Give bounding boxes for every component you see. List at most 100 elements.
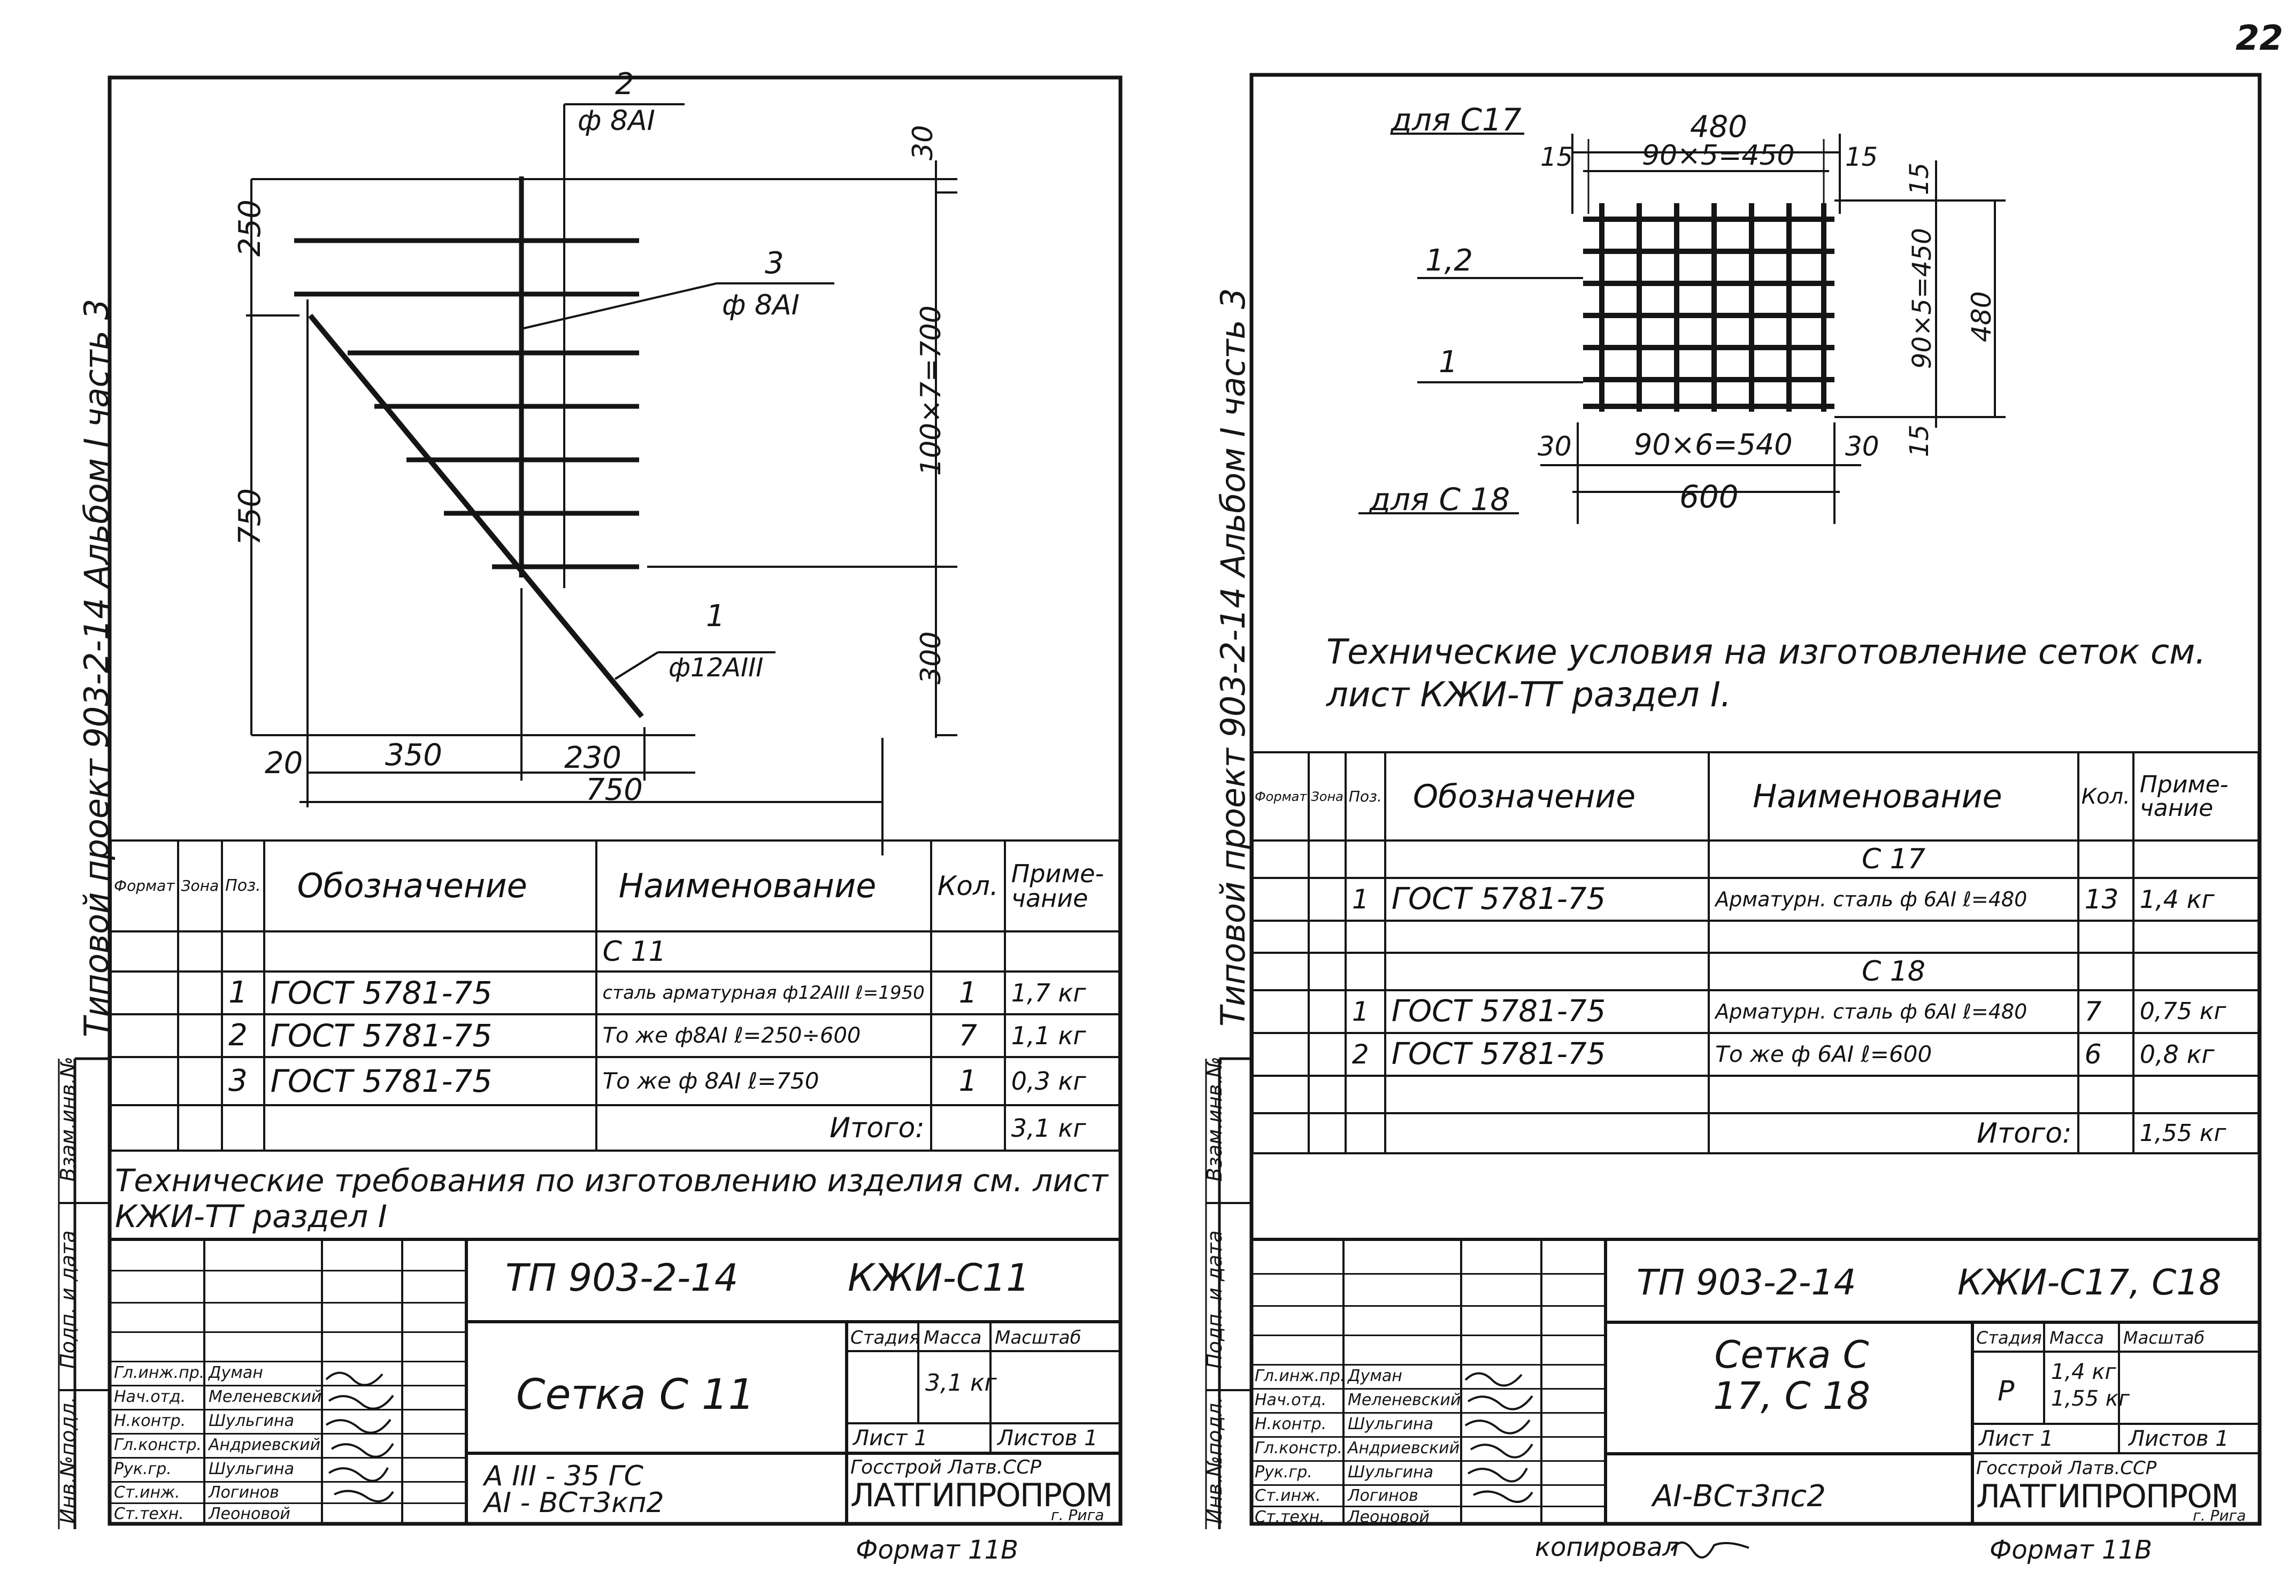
right-scale-label: Масштаб [2123,1328,2205,1348]
left-spec-row2-pos: 2 [221,1013,265,1058]
right-spec-g2-row2-qty: 6 [2077,1032,2134,1077]
right-role-3: Н.контр. [1255,1415,1327,1433]
left-spec-header-designation: Обозначение [263,839,597,932]
right-spec-g2-row2-note: 0,8 кг [2132,1032,2260,1077]
right-stamp-label-1: Инв.№подл. [1203,1396,1226,1524]
right-spec-header-format: Формат [1251,751,1310,842]
left-role-6: Ст.инж. [114,1483,180,1502]
right-dim-30-left: 30 [1538,431,1572,462]
right-spec-g1-row1-designation: ГОСТ 5781-75 [1384,877,1710,922]
left-dim-30: 30 [907,125,939,160]
left-role-4: Гл.констр. [114,1436,202,1454]
right-spec-header-note: Приме-чание [2132,751,2260,842]
right-role-7: Ст.техн. [1255,1508,1325,1526]
left-spec-row2-note: 1,1 кг [1003,1013,1121,1058]
page-number: 22 [2236,19,2284,58]
right-mass-value-1: 1,4 кг [2051,1360,2116,1384]
left-spec-row3-qty: 1 [930,1056,1006,1106]
left-spec-row1-name: сталь арматурная ф12АIII ℓ=1950 [595,970,932,1015]
left-spec-header-format: Формат [110,839,179,932]
right-spec-header-designation: Обозначение [1384,751,1710,842]
right-spec-group1: С 17 [1708,839,2079,879]
right-dim-15-bottom: 15 [1905,424,1934,457]
right-conditions: Технические условия на изготовление сето… [1326,633,2206,715]
left-spec-row2-name: То же ф8АI ℓ=250÷600 [595,1013,932,1058]
right-signature-grid: Гл.инж.пр. Нач.отд. Н.контр. Гл.констр. … [1251,1241,1607,1526]
left-spec-row1-designation: ГОСТ 5781-75 [263,970,597,1015]
right-stage-label: Стадия [1976,1328,2042,1348]
right-spec-header-name: Наименование [1708,751,2079,842]
right-dim-90x6: 90×6=540 [1634,428,1793,461]
left-role-1: Гл.инж.пр. [114,1363,205,1382]
left-name-5: Шульгина [209,1460,294,1478]
left-signature-grid: Гл.инж.пр. Нач.отд. Н.контр. Гл.констр. … [110,1238,468,1524]
right-name-2: Меленевский [1348,1391,1461,1409]
right-dim-90x5-vertical: 90×5=450 [1907,228,1937,369]
right-org-3: г. Рига [2193,1507,2246,1524]
right-stamp-label-2: Подп. и дата [1203,1230,1226,1369]
left-title-block: Гл.инж.пр. Нач.отд. Н.контр. Гл.констр. … [110,1238,1120,1524]
left-pos1-spec: ф12АIII [669,653,764,683]
left-requirements-divider [110,1238,1120,1241]
right-org-2: ЛАТГИПРОПРОМ [1976,1478,2239,1515]
left-spec-row1-pos: 1 [221,970,265,1015]
left-dim-350: 350 [385,738,442,773]
left-sheet-label: Лист 1 [853,1426,928,1451]
right-name-1: Думан [1348,1367,1402,1385]
left-spec-group-title: С 11 [595,930,932,973]
right-spec-g1-row1-name: Арматурн. сталь ф 6АI ℓ=480 [1708,877,2079,922]
left-spec-table: Формат Зона Поз. Обозначение Наименовани… [110,839,1121,1152]
right-for-c17: для С17 [1391,102,1522,138]
left-name-7: Леоновой [209,1505,290,1523]
left-sheet-title: Сетка С 11 [516,1371,755,1419]
left-spec-row1-qty: 1 [930,970,1006,1015]
right-stamp-label-3: Взам.инв.№ [1203,1057,1226,1182]
right-spec-g2-row1-designation: ГОСТ 5781-75 [1384,989,1710,1034]
right-mass-label: Масса [2049,1328,2105,1348]
right-dim-480-vertical: 480 [1966,291,1997,342]
right-dim-480-top: 480 [1690,110,1747,144]
right-dim-600: 600 [1679,479,1739,515]
table-row: 2 ГОСТ 5781-75 То же ф8АI ℓ=250÷600 7 1,… [110,1013,1121,1058]
right-org-1: Госстрой Латв.ССР [1976,1458,2157,1479]
left-sheets-label: Листов 1 [997,1426,1098,1451]
left-scale-label: Масштаб [995,1327,1081,1348]
right-role-5: Рук.гр. [1255,1463,1312,1482]
left-role-2: Нач.отд. [114,1387,186,1406]
left-format-label: Формат 11В [856,1535,1019,1565]
left-pos2-spec: ф 8АI [578,105,655,137]
right-for-c18: для С 18 [1369,481,1510,518]
right-spec-g2-row1-note: 0,75 кг [2132,989,2260,1034]
right-format-label: Формат 11В [1990,1535,2153,1565]
left-signatures-scribble [325,1371,394,1502]
left-margin-title: Типовой проект 903-2-14 Альбом I часть 3 [77,298,116,1037]
left-name-6: Логинов [209,1483,279,1502]
left-spec-total-label: Итого: [595,1104,932,1152]
left-org-1: Госстрой Латв.ССР [850,1456,1042,1478]
left-name-3: Шульгина [209,1412,294,1430]
left-mass-value: 3,1 кг [925,1369,997,1397]
left-material-2: АI - ВСт3кп2 [484,1487,664,1519]
left-dim-250: 250 [233,199,267,257]
right-spec-header-pos: Поз. [1344,751,1386,842]
right-dim-15-left: 15 [1540,142,1573,172]
left-pos1-number: 1 [706,599,725,634]
right-sheet-title: Сетка С 17, С 18 [1713,1333,1870,1418]
right-spec-g2-row2-designation: ГОСТ 5781-75 [1384,1032,1710,1077]
left-role-3: Н.контр. [114,1412,186,1430]
left-spec-row3-name: То же ф 8АI ℓ=750 [595,1056,932,1106]
right-name-6: Логинов [1348,1486,1418,1505]
right-role-2: Нач.отд. [1255,1391,1327,1409]
table-row: 1 ГОСТ 5781-75 Арматурн. сталь ф 6АI ℓ=4… [1251,877,2260,922]
left-stamp-label-1: Инв.№подл. [56,1396,80,1524]
left-spec-header-zone: Зона [176,839,224,932]
right-role-4: Гл.констр. [1255,1439,1343,1458]
right-role-6: Ст.инж. [1255,1486,1321,1505]
right-spec-header-zone: Зона [1308,751,1347,842]
left-spec-header-pos: Поз. [221,839,265,932]
right-copied-label: копировал [1535,1532,1679,1562]
right-spec-table: Формат Зона Поз. Обозначение Наименовани… [1251,751,2260,1154]
right-pos-12: 1,2 [1425,243,1473,278]
right-role-1: Гл.инж.пр. [1255,1367,1346,1385]
